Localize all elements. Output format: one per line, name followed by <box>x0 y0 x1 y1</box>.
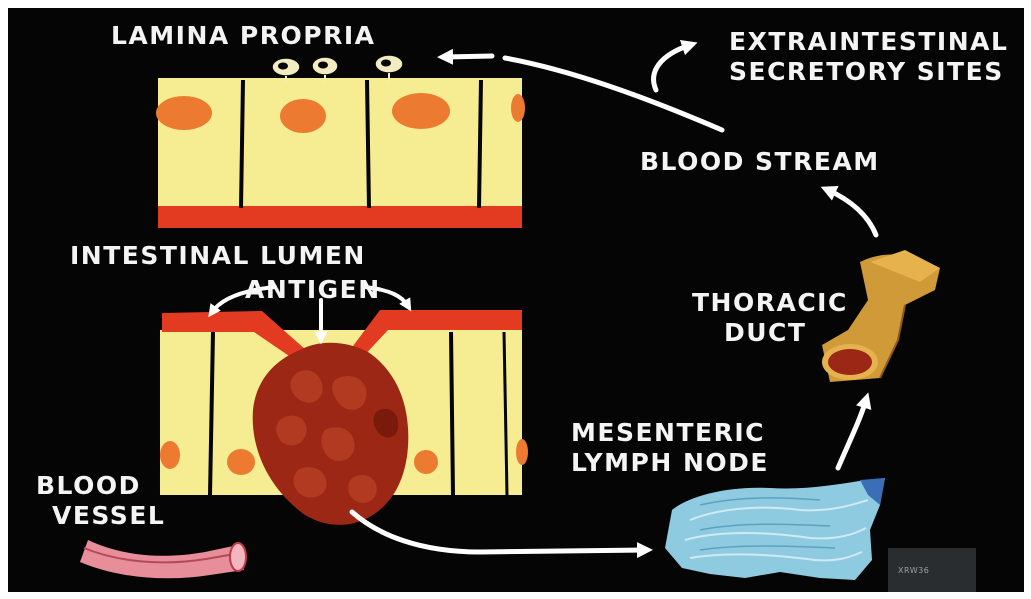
nucleus <box>511 94 525 122</box>
label-blood-line1: BLOOD <box>36 471 141 500</box>
label-thoracic-line2: DUCT <box>724 318 806 347</box>
label-lamina-propria: LAMINA PROPRIA <box>111 21 375 50</box>
nucleus <box>280 99 326 133</box>
nucleus <box>414 450 438 474</box>
upper-epithelium <box>156 78 525 228</box>
nucleus <box>160 441 180 469</box>
label-antigen: ANTIGEN <box>245 275 381 304</box>
label-mesenteric-line1: MESENTERIC <box>571 418 765 447</box>
label-blood-line2: VESSEL <box>52 501 165 530</box>
nucleus <box>227 449 255 475</box>
nucleus <box>392 93 450 129</box>
nucleus <box>516 439 528 465</box>
nucleus <box>156 96 212 130</box>
label-extraintestinal-line1: EXTRAINTESTINAL <box>729 27 1008 56</box>
label-thoracic-line1: THORACIC <box>692 288 848 317</box>
label-blood-stream: BLOOD STREAM <box>640 147 880 176</box>
label-mesenteric-line2: LYMPH NODE <box>571 448 769 477</box>
label-intestinal-lumen: INTESTINAL LUMEN <box>70 241 366 270</box>
corner-code: XRW36 <box>898 566 929 575</box>
label-extraintestinal-line2: SECRETORY SITES <box>729 57 1004 86</box>
